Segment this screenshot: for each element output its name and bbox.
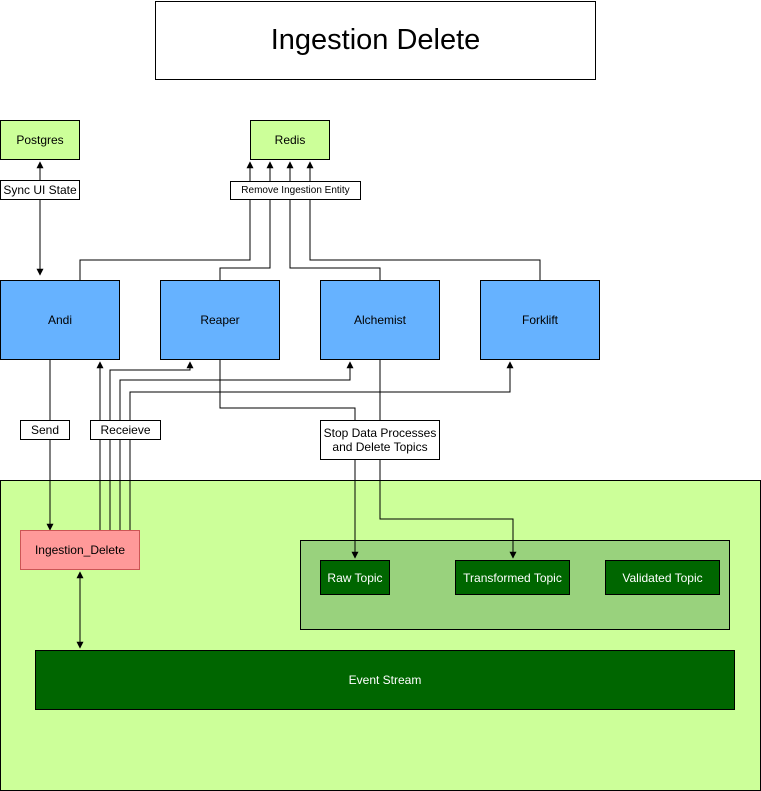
transformed-topic-node: Transformed Topic <box>455 560 570 595</box>
receive-label: Receieve <box>90 420 161 440</box>
andi-node: Andi <box>0 280 120 360</box>
reaper-node: Reaper <box>160 280 280 360</box>
raw-topic-node: Raw Topic <box>320 560 390 595</box>
andi-redis-edge <box>79 161 254 280</box>
stop-data-processes-label: Stop Data Processes and Delete Topics <box>320 420 440 460</box>
alchemist-redis-edge <box>286 161 381 280</box>
diagram-title: Ingestion Delete <box>155 1 596 80</box>
postgres-node: Postgres <box>0 120 80 160</box>
receive-alchemist-edge <box>119 361 354 530</box>
reaper-redis-edge <box>219 161 274 280</box>
alchemist-node: Alchemist <box>320 280 440 360</box>
sync-ui-state-label: Sync UI State <box>0 180 80 200</box>
send-label: Send <box>20 420 70 440</box>
forklift-node: Forklift <box>480 280 600 360</box>
stop-label-line-1: Stop Data Processes <box>323 426 437 440</box>
remove-ingestion-entity-label: Remove Ingestion Entity <box>230 181 361 200</box>
receive-forklift-edge <box>129 361 514 530</box>
forklift-redis-edge <box>306 161 541 280</box>
redis-node: Redis <box>250 120 330 160</box>
ingestion-delete-node: Ingestion_Delete <box>20 530 140 570</box>
event-stream-node: Event Stream <box>35 650 735 710</box>
stop-label-line-2: and Delete Topics <box>332 440 428 454</box>
validated-topic-node: Validated Topic <box>605 560 720 595</box>
receive-reaper-edge <box>109 361 194 530</box>
reaper-raw-topic-edge <box>219 360 359 559</box>
